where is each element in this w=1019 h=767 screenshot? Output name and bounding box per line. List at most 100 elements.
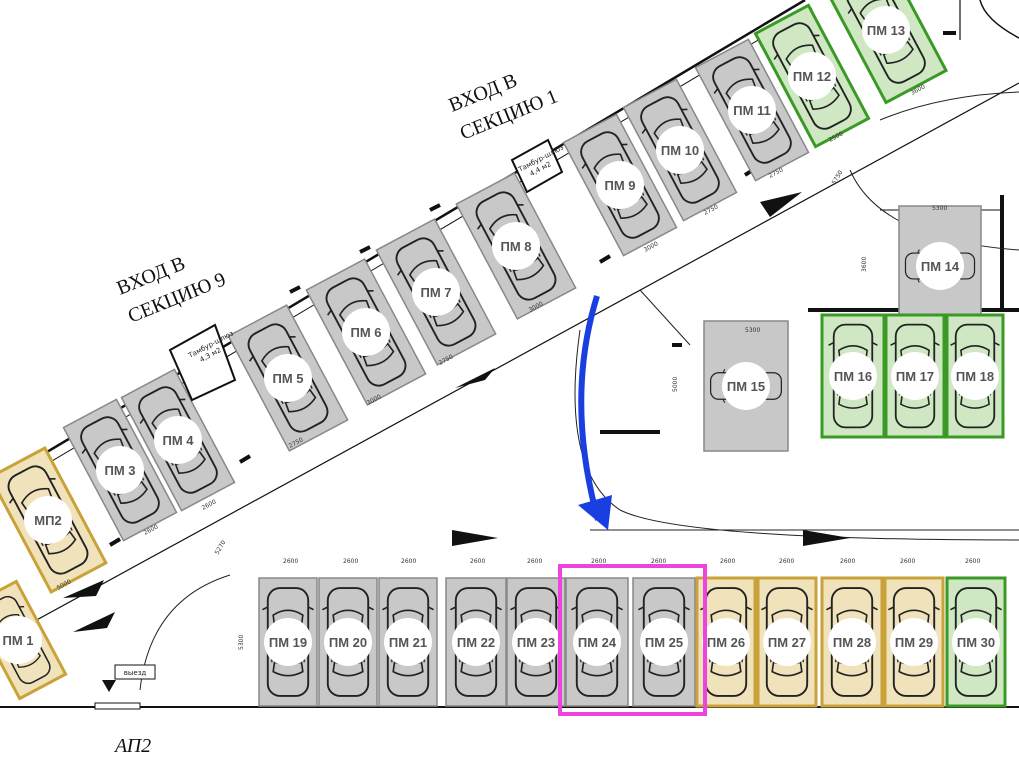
spot-label-badge (596, 161, 644, 209)
parking-spot-pm18[interactable]: ПМ 18 (945, 313, 1005, 439)
dim-2600: 2600 (900, 558, 915, 565)
parking-spot-pm16[interactable]: ПМ 16 (820, 313, 886, 439)
spot-label: ПМ 17 (896, 369, 934, 384)
spot-label-badge (0, 616, 42, 664)
spot-label: ПМ 22 (457, 635, 495, 650)
spot-label-badge (862, 5, 910, 54)
spot-label: ПМ 10 (661, 143, 699, 158)
spot-label-badge (640, 618, 688, 666)
dim-2600: 2600 (779, 558, 794, 565)
spot-label: ПМ 26 (707, 635, 745, 650)
parking-spot-pm17[interactable]: ПМ 17 (884, 313, 946, 439)
dim-2600: 2600 (401, 558, 416, 565)
dim-2600: 2600 (840, 558, 855, 565)
highlight-frame[interactable] (558, 564, 707, 716)
spot-label: ПМ 15 (727, 379, 765, 394)
dim-5270: 5270 (214, 539, 228, 556)
spot-label-badge (154, 416, 202, 464)
spot-label-badge (264, 354, 312, 402)
spot-label: ПМ 4 (162, 433, 194, 448)
spot-label: ПМ 5 (272, 371, 303, 386)
spot-label: ПМ 29 (895, 635, 933, 650)
spot-label-badge (951, 352, 999, 400)
parking-spot-pm9[interactable]: ПМ 9 (561, 113, 678, 257)
parking-spot-pm15[interactable]: ПМ 15 (703, 320, 789, 452)
spot-label-badge (412, 268, 460, 316)
parking-spot-pm22[interactable]: ПМ 22 (445, 577, 507, 707)
spot-label-badge (264, 618, 312, 666)
facade-wall-segments (108, 31, 956, 547)
spot-label: ПМ 3 (104, 463, 135, 478)
parking-spot-pm3[interactable]: ПМ 3 (61, 398, 178, 542)
spot-label: ПМ 6 (350, 325, 381, 340)
parking-spot-pm10[interactable]: ПМ 10 (621, 78, 738, 222)
spot-label-badge (384, 618, 432, 666)
parking-spot-pm11[interactable]: ПМ 11 (693, 38, 810, 182)
parking-spot-pm24[interactable]: ПМ 24 (565, 577, 629, 707)
dim-2600: 2600 (283, 558, 298, 565)
direction-arrows (63, 192, 850, 632)
dim-5300: 5300 (932, 205, 947, 212)
spot-label-badge (722, 362, 770, 410)
parking-spot-pm6[interactable]: ПМ 6 (305, 258, 427, 406)
spot-label-badge (952, 618, 1000, 666)
route-arrowhead (578, 495, 612, 530)
spot-label-badge (573, 618, 621, 666)
dim-5300: 5300 (238, 635, 245, 650)
parking-spot-pm5[interactable]: ПМ 5 (227, 304, 349, 452)
spot-label: ПМ 14 (921, 259, 960, 274)
route-arrow (578, 295, 601, 521)
parking-spot-pm7[interactable]: ПМ 7 (375, 218, 497, 366)
dim-5000: 5000 (672, 377, 679, 392)
parking-spot-pm12[interactable]: ПМ 12 (753, 3, 871, 149)
spot-label-badge (763, 618, 811, 666)
spot-label-badge (342, 308, 390, 356)
spot-label: ПМ 25 (645, 635, 683, 650)
parking-spot-pm8[interactable]: ПМ 8 (455, 172, 577, 320)
parking-spot-pm28[interactable]: ПМ 28 (820, 576, 884, 708)
spot-label: ПМ 13 (867, 23, 905, 38)
spot-label: ПМ 28 (833, 635, 871, 650)
spot-label-badge (512, 618, 560, 666)
dim-2600: 2600 (720, 558, 735, 565)
parking-spot-pm21[interactable]: ПМ 21 (378, 577, 438, 707)
parking-spot-pm30[interactable]: ПМ 30 (945, 576, 1007, 708)
parking-spot-pm20[interactable]: ПМ 20 (318, 577, 378, 707)
spot-label-badge (891, 352, 939, 400)
spot-label: ПМ 23 (517, 635, 555, 650)
parking-spot-mp2[interactable]: МП2 (0, 446, 108, 594)
spot-label-badge (828, 618, 876, 666)
parking-spot-pm26[interactable]: ПМ 26 (695, 576, 757, 708)
parking-spot-pm29[interactable]: ПМ 29 (883, 576, 945, 708)
spot-label-badge (829, 352, 877, 400)
spot-label: ПМ 12 (793, 69, 831, 84)
dim-5300: 5300 (745, 327, 760, 334)
spot-label-badge (702, 618, 750, 666)
dim-2600: 2600 (201, 498, 218, 511)
exit-marker: выезд (94, 664, 156, 710)
spot-label: ПМ 8 (500, 239, 531, 254)
dim-2600: 2600 (470, 558, 485, 565)
parking-spot-pm4[interactable]: ПМ 4 (119, 368, 236, 512)
spot-label: ПМ 1 (2, 633, 33, 648)
parking-spot-pm25[interactable]: ПМ 25 (632, 577, 696, 707)
spot-label: ПМ 30 (957, 635, 995, 650)
spot-label-badge (788, 52, 836, 100)
parking-spot-pm1[interactable]: ПМ 1 (0, 578, 71, 701)
spot-label-badge (324, 618, 372, 666)
parking-spot-pm13[interactable]: ПМ 13 (823, 0, 949, 105)
parking-spot-pm14[interactable]: ПМ 14 (898, 205, 982, 327)
parking-spot-pm19[interactable]: ПМ 19 (258, 577, 318, 707)
parking-spot-pm23[interactable]: ПМ 23 (506, 577, 566, 707)
spot-label: ПМ 24 (578, 635, 617, 650)
spot-label-badge (656, 126, 704, 174)
parking-spot-pm27[interactable]: ПМ 27 (756, 576, 818, 708)
spot-label: ПМ 18 (956, 369, 994, 384)
ramp-label: АП2 (113, 735, 151, 757)
dim-3600: 3600 (861, 257, 868, 272)
spot-label-badge (916, 242, 964, 290)
dim-2600: 2600 (651, 558, 666, 565)
spot-label: ПМ 16 (834, 369, 872, 384)
dim-2600: 2600 (527, 558, 542, 565)
